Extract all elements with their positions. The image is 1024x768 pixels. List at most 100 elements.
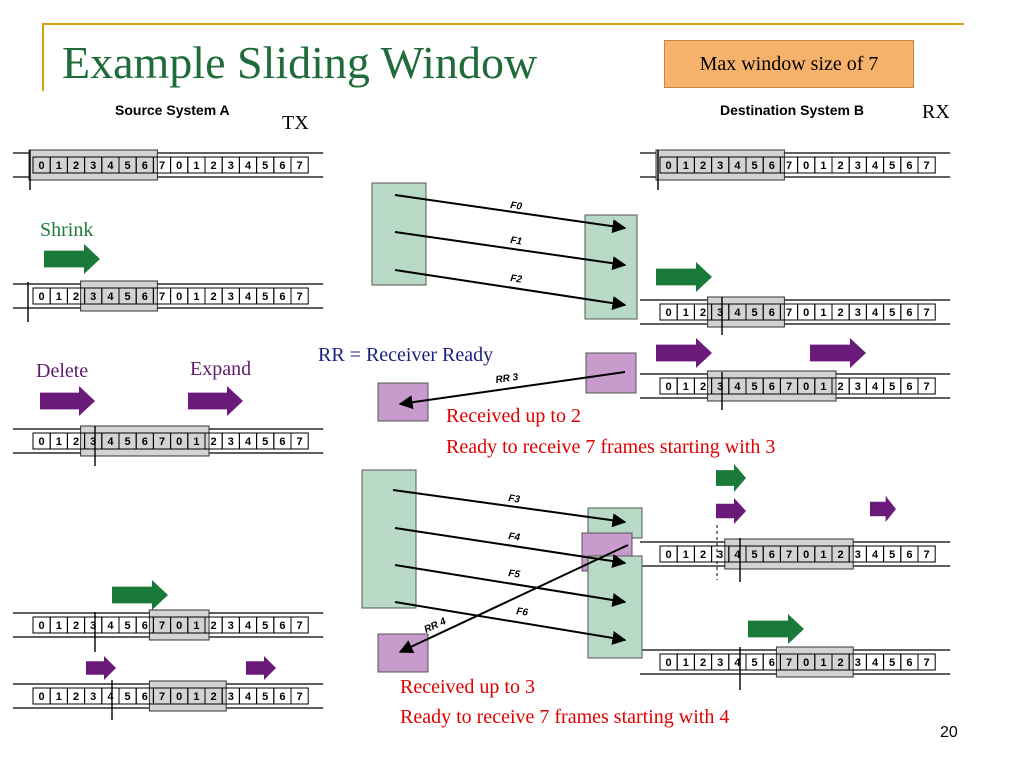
- sequence-number: 2: [211, 291, 217, 303]
- sequence-number: 0: [803, 657, 809, 669]
- sequence-number: 3: [717, 160, 723, 172]
- sequence-cell: [917, 545, 936, 563]
- sequence-number: 0: [39, 436, 45, 448]
- tx-frame-buffer-2: [361, 469, 417, 609]
- sequence-number: 5: [889, 657, 895, 669]
- sequence-number: 1: [193, 160, 199, 172]
- sequence-number: 4: [245, 620, 252, 632]
- sequence-number: 7: [924, 381, 930, 393]
- sequence-number: 7: [297, 291, 303, 303]
- sequence-number: 1: [193, 620, 199, 632]
- sequence-number: 0: [803, 549, 809, 561]
- sequence-number: 1: [683, 549, 689, 561]
- sequence-number: 0: [176, 291, 182, 303]
- sequence-number: 5: [752, 307, 758, 319]
- sequence-number: 3: [855, 307, 861, 319]
- expand-label: Expand: [190, 358, 252, 380]
- sequence-number: 6: [769, 657, 775, 669]
- sequence-number: 0: [803, 160, 809, 172]
- sequence-number: 7: [159, 691, 165, 703]
- sequence-number: 6: [769, 549, 775, 561]
- right-arrow-icon: [716, 464, 746, 492]
- sequence-number: 6: [279, 436, 285, 448]
- sequence-number: 3: [228, 691, 234, 703]
- sequence-cell: [290, 687, 309, 705]
- sequence-number: 5: [889, 549, 895, 561]
- sequence-number: 7: [924, 657, 930, 669]
- sequence-cell: [290, 616, 309, 634]
- sequence-number: 6: [142, 291, 148, 303]
- sequence-number: 1: [193, 691, 199, 703]
- sequence-number: 7: [786, 381, 792, 393]
- sequence-number: 3: [228, 160, 234, 172]
- sequence-number: 5: [262, 291, 268, 303]
- sequence-number: 4: [734, 381, 741, 393]
- rr4-receive-box: [377, 633, 429, 673]
- sequence-number: 6: [769, 381, 775, 393]
- sequence-number: 7: [786, 549, 792, 561]
- sequence-number: 4: [107, 436, 114, 448]
- slide-title: Example Sliding Window: [62, 37, 538, 88]
- page-number: 20: [940, 724, 958, 741]
- sequence-number: 1: [820, 160, 826, 172]
- sequence-number: 2: [211, 691, 217, 703]
- sequence-number: 6: [279, 291, 285, 303]
- shrink-label: Shrink: [40, 219, 94, 241]
- frame-arrow-F5: [394, 564, 627, 607]
- sequence-number: 2: [700, 307, 706, 319]
- sequence-number: 3: [855, 549, 861, 561]
- frame-label: F3: [508, 493, 522, 506]
- sequence-number: 3: [228, 620, 234, 632]
- sequence-number: 7: [297, 691, 303, 703]
- sequence-number: 0: [176, 160, 182, 172]
- right-arrow-icon: [810, 338, 866, 368]
- sequence-number: 3: [855, 160, 861, 172]
- sequence-number: 6: [906, 657, 912, 669]
- sequence-number: 4: [245, 436, 252, 448]
- sequence-number: 0: [666, 160, 672, 172]
- ack-arrow-rr3: [398, 371, 626, 410]
- sequence-number: 5: [125, 620, 131, 632]
- sequence-number: 2: [838, 307, 844, 319]
- frame-arrow-F6: [394, 601, 627, 645]
- sequence-number: 6: [279, 691, 285, 703]
- sequence-number: 4: [872, 160, 879, 172]
- sequence-number: 5: [125, 291, 131, 303]
- rr-definition: RR = Receiver Ready: [318, 344, 494, 366]
- sequence-number: 7: [786, 307, 792, 319]
- sequence-number: 0: [176, 691, 182, 703]
- sequence-number: 4: [872, 549, 879, 561]
- sequence-number: 1: [820, 549, 826, 561]
- top-rule: [42, 23, 964, 25]
- shrink-arrow-icon: [44, 244, 100, 274]
- sequence-number: 3: [90, 291, 96, 303]
- sequence-number: 7: [924, 160, 930, 172]
- window-highlight: [80, 280, 158, 312]
- sequence-number: 0: [803, 381, 809, 393]
- sequence-number: 6: [906, 160, 912, 172]
- sequence-cell: [917, 303, 936, 321]
- sequence-number: 1: [683, 381, 689, 393]
- sequence-number: 6: [906, 381, 912, 393]
- sequence-number: 7: [297, 160, 303, 172]
- destination-heading: Destination System B: [720, 102, 864, 118]
- sequence-number: 7: [786, 160, 792, 172]
- sequence-number: 7: [786, 657, 792, 669]
- sequence-number: 4: [734, 549, 741, 561]
- sequence-number: 5: [752, 549, 758, 561]
- sequence-number: 3: [855, 657, 861, 669]
- sequence-cell: [290, 156, 309, 174]
- sequence-number: 2: [700, 657, 706, 669]
- sequence-number: 3: [228, 436, 234, 448]
- sequence-number: 3: [90, 160, 96, 172]
- sequence-number: 1: [56, 620, 62, 632]
- sequence-number: 5: [752, 381, 758, 393]
- sequence-number: 7: [159, 160, 165, 172]
- sequence-number: 5: [889, 381, 895, 393]
- sequence-cell: [290, 287, 309, 305]
- frame-label: F2: [510, 273, 524, 286]
- sequence-number: 2: [838, 160, 844, 172]
- sequence-number: 7: [924, 549, 930, 561]
